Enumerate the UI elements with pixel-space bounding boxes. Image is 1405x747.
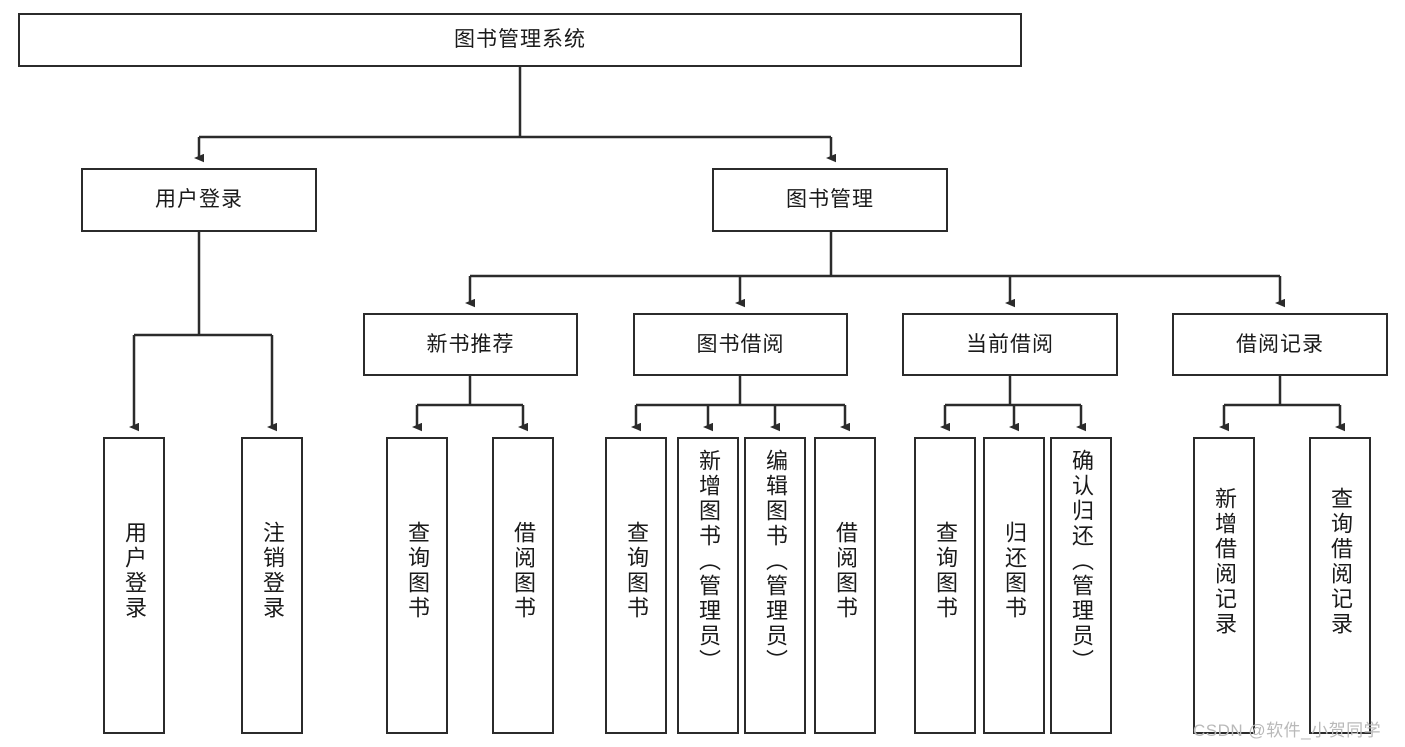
node-root-system[interactable]: 图书管理系统 [18,13,1022,67]
leaf-borrow-book[interactable]: 借阅图书 [814,437,876,734]
node-label: 借阅图书 [832,521,858,621]
node-label: 图书借阅 [696,332,785,356]
leaf-query-book-current[interactable]: 查询图书 [914,437,976,734]
node-label: 图书管理 [786,188,874,212]
leaf-query-book-recommend[interactable]: 查询图书 [386,437,448,734]
node-label: 借阅记录 [1236,332,1324,356]
node-book-borrow[interactable]: 图书借阅 [633,313,848,376]
node-label: 归还图书 [1001,521,1027,621]
leaf-borrow-book-recommend[interactable]: 借阅图书 [492,437,554,734]
leaf-edit-book-admin[interactable]: 编辑图书（管理员） [744,437,806,734]
node-new-book-recommend[interactable]: 新书推荐 [363,313,578,376]
node-label: 查询图书 [932,521,958,621]
node-label: 新增图书（管理员） [695,449,721,674]
node-label: 用户登录 [121,521,147,621]
leaf-user-logout[interactable]: 注销登录 [241,437,303,734]
node-label: 编辑图书（管理员） [762,449,788,674]
node-label: 用户登录 [155,188,243,212]
node-label: 查询图书 [623,521,649,621]
node-label: 查询借阅记录 [1327,487,1353,637]
node-borrow-records[interactable]: 借阅记录 [1172,313,1388,376]
leaf-add-borrow-record[interactable]: 新增借阅记录 [1193,437,1255,734]
node-label: 确认归还（管理员） [1068,449,1094,674]
node-label: 图书管理系统 [454,28,586,52]
node-label: 查询图书 [404,521,430,621]
node-current-borrow[interactable]: 当前借阅 [902,313,1118,376]
leaf-user-login[interactable]: 用户登录 [103,437,165,734]
leaf-query-borrow-record[interactable]: 查询借阅记录 [1309,437,1371,734]
node-label: 借阅图书 [510,521,536,621]
node-label: 当前借阅 [966,332,1054,356]
node-label: 新增借阅记录 [1211,487,1237,637]
watermark-text: CSDN @软件_小贺同学 [1193,721,1382,740]
node-book-management[interactable]: 图书管理 [712,168,948,232]
leaf-confirm-return-admin[interactable]: 确认归还（管理员） [1050,437,1112,734]
leaf-add-book-admin[interactable]: 新增图书（管理员） [677,437,739,734]
node-label: 注销登录 [259,521,285,621]
leaf-query-book-borrow[interactable]: 查询图书 [605,437,667,734]
leaf-return-book[interactable]: 归还图书 [983,437,1045,734]
node-user-login[interactable]: 用户登录 [81,168,317,232]
node-label: 新书推荐 [426,332,515,356]
